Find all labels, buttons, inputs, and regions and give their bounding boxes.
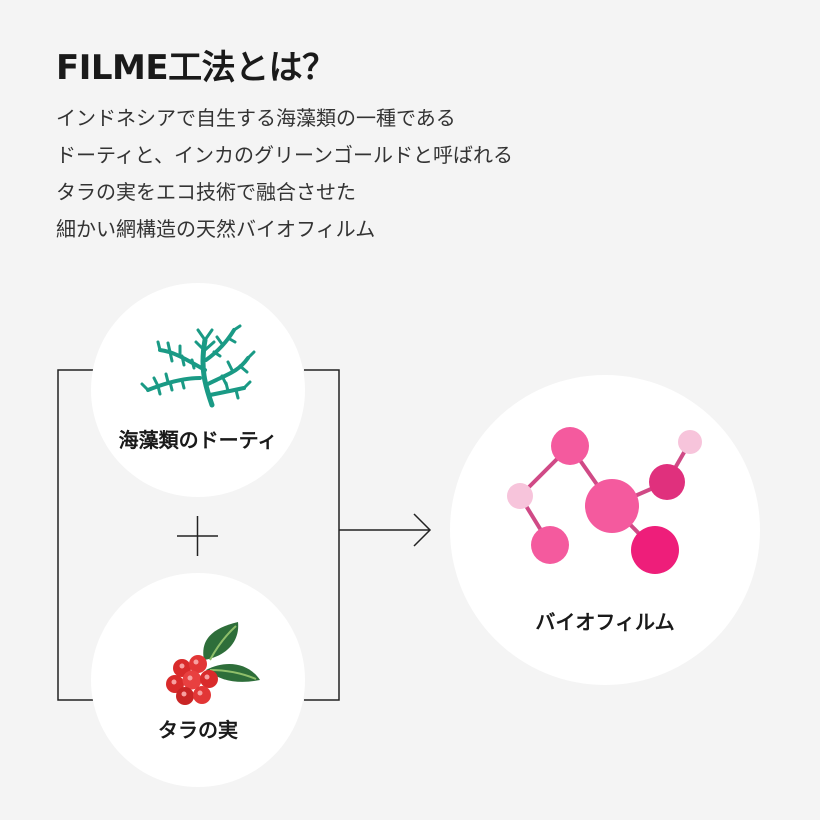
biofilm-label: バイオフィルム: [535, 610, 675, 634]
molecule-icon: [507, 427, 702, 574]
tara-label: タラの実: [158, 718, 238, 742]
page-title: FILME工法とは？: [56, 48, 336, 88]
arrow-right-icon: [339, 513, 432, 547]
description-line: インドネシアで自生する海藻類の一種である: [56, 106, 456, 130]
plus-icon: [177, 516, 218, 556]
seaweed-circle: [91, 283, 305, 497]
left-bracket: [57, 369, 94, 701]
description-line: ドーティと、インカのグリーンゴールドと呼ばれる: [56, 143, 513, 167]
right-bracket: [304, 369, 340, 701]
tara-berry-icon: [166, 622, 260, 705]
seaweed-icon: [140, 324, 256, 408]
description-line: タラの実をエコ技術で融合させた: [56, 180, 356, 204]
description: インドネシアで自生する海藻類の一種である ドーティと、インカのグリーンゴールドと…: [56, 100, 513, 248]
description-line: 細かい網構造の天然バイオフィルム: [56, 217, 376, 241]
seaweed-label: 海藻類のドーティ: [118, 428, 278, 452]
